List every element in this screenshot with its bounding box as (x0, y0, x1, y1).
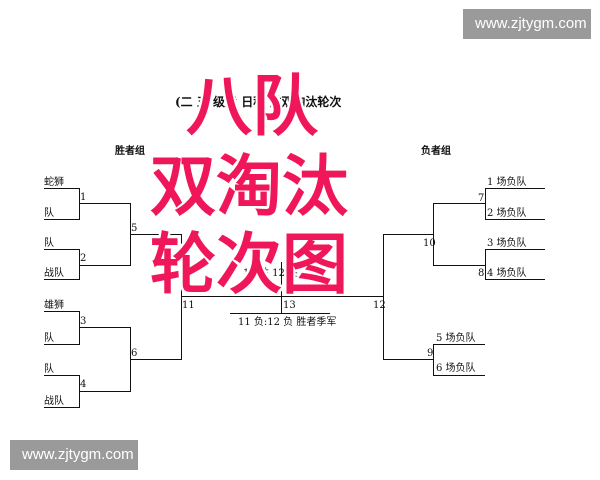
bracket-line (433, 344, 434, 375)
team-label: 战队 (44, 396, 64, 407)
overlay-title-line1: 八队 (186, 68, 318, 145)
bracket-line (44, 344, 79, 345)
bracket-line (44, 375, 79, 376)
losers-team-label: 2 场负队 (487, 208, 527, 219)
bracket-line (485, 279, 545, 280)
bracket-line (79, 265, 130, 266)
bracket-line (383, 234, 384, 360)
losers-team-label: 6 场负队 (436, 363, 476, 374)
losers-team-label: 5 场负队 (436, 333, 476, 344)
bracket-line (79, 249, 80, 280)
team-label: 队 (44, 208, 54, 219)
team-label: 队 (44, 364, 54, 375)
match-number: 8 (478, 268, 485, 279)
bracket-line (383, 359, 433, 360)
watermark-badge: www.zjtygm.com (463, 9, 591, 39)
bracket-line (44, 407, 79, 408)
bracket-line (485, 188, 545, 189)
bracket-line (79, 203, 130, 204)
bracket-line (281, 296, 383, 297)
bracket-line (44, 311, 79, 312)
losers-team-label: 3 场负队 (487, 238, 527, 249)
bracket-line (230, 313, 330, 314)
bracket-line (79, 391, 130, 392)
match-number: 9 (427, 348, 434, 359)
bracket-line (44, 219, 79, 220)
bracket-line (485, 249, 486, 280)
bracket-line (433, 203, 434, 266)
bracket-line (44, 249, 79, 250)
bracket-line (485, 249, 545, 250)
team-label: 队 (44, 238, 54, 249)
match-number: 2 (80, 253, 87, 264)
bracket-line (130, 234, 182, 235)
match-number: 13 (283, 300, 296, 311)
overlay-title-line3: 轮次图 (150, 226, 348, 303)
match-number: 3 (80, 316, 87, 327)
match-number: 7 (478, 193, 485, 204)
bracket-line (181, 296, 281, 297)
bracket-line (433, 344, 485, 345)
bracket-line (433, 375, 485, 376)
match-number: 1 (80, 192, 87, 203)
match-number: 11 (182, 300, 195, 311)
bracket-line (79, 188, 80, 220)
bracket-line (433, 203, 485, 204)
bracket-line (79, 311, 80, 345)
bracket-line (130, 359, 182, 360)
match-number: 6 (131, 348, 138, 359)
bracket-line (485, 188, 486, 220)
bracket-line (79, 327, 130, 328)
bracket-line (181, 234, 182, 360)
overlay-title-line2: 双淘汰 (150, 148, 348, 225)
match-number: 10 (423, 238, 436, 249)
bracket-line (44, 188, 79, 189)
bracket-line (383, 234, 433, 235)
bracket-line (433, 265, 485, 266)
final-note: 11 负:12 负 胜者季军 (238, 317, 337, 328)
bracket-line (281, 262, 282, 314)
match-number: 5 (131, 223, 138, 234)
winners-group-label: 胜者组 (115, 146, 145, 157)
watermark-badge: www.zjtygm.com (10, 440, 138, 470)
bracket-line (485, 219, 545, 220)
losers-group-label: 负者组 (421, 146, 451, 157)
match-number: 4 (80, 379, 87, 390)
bracket-line (44, 279, 79, 280)
match-number: 12 (373, 300, 386, 311)
team-label: 战队 (44, 268, 64, 279)
losers-team-label: 1 场负队 (487, 177, 527, 188)
team-label: 队 (44, 333, 54, 344)
losers-team-label: 4 场负队 (487, 268, 527, 279)
diagram-title: (二 五 级竞 日程 排双淘汰轮次 (175, 95, 342, 109)
team-label: 雄狮 (44, 300, 64, 311)
team-label: 蛇狮 (44, 177, 64, 188)
final-note-partial: 11 胜 12 胜 (243, 268, 298, 279)
